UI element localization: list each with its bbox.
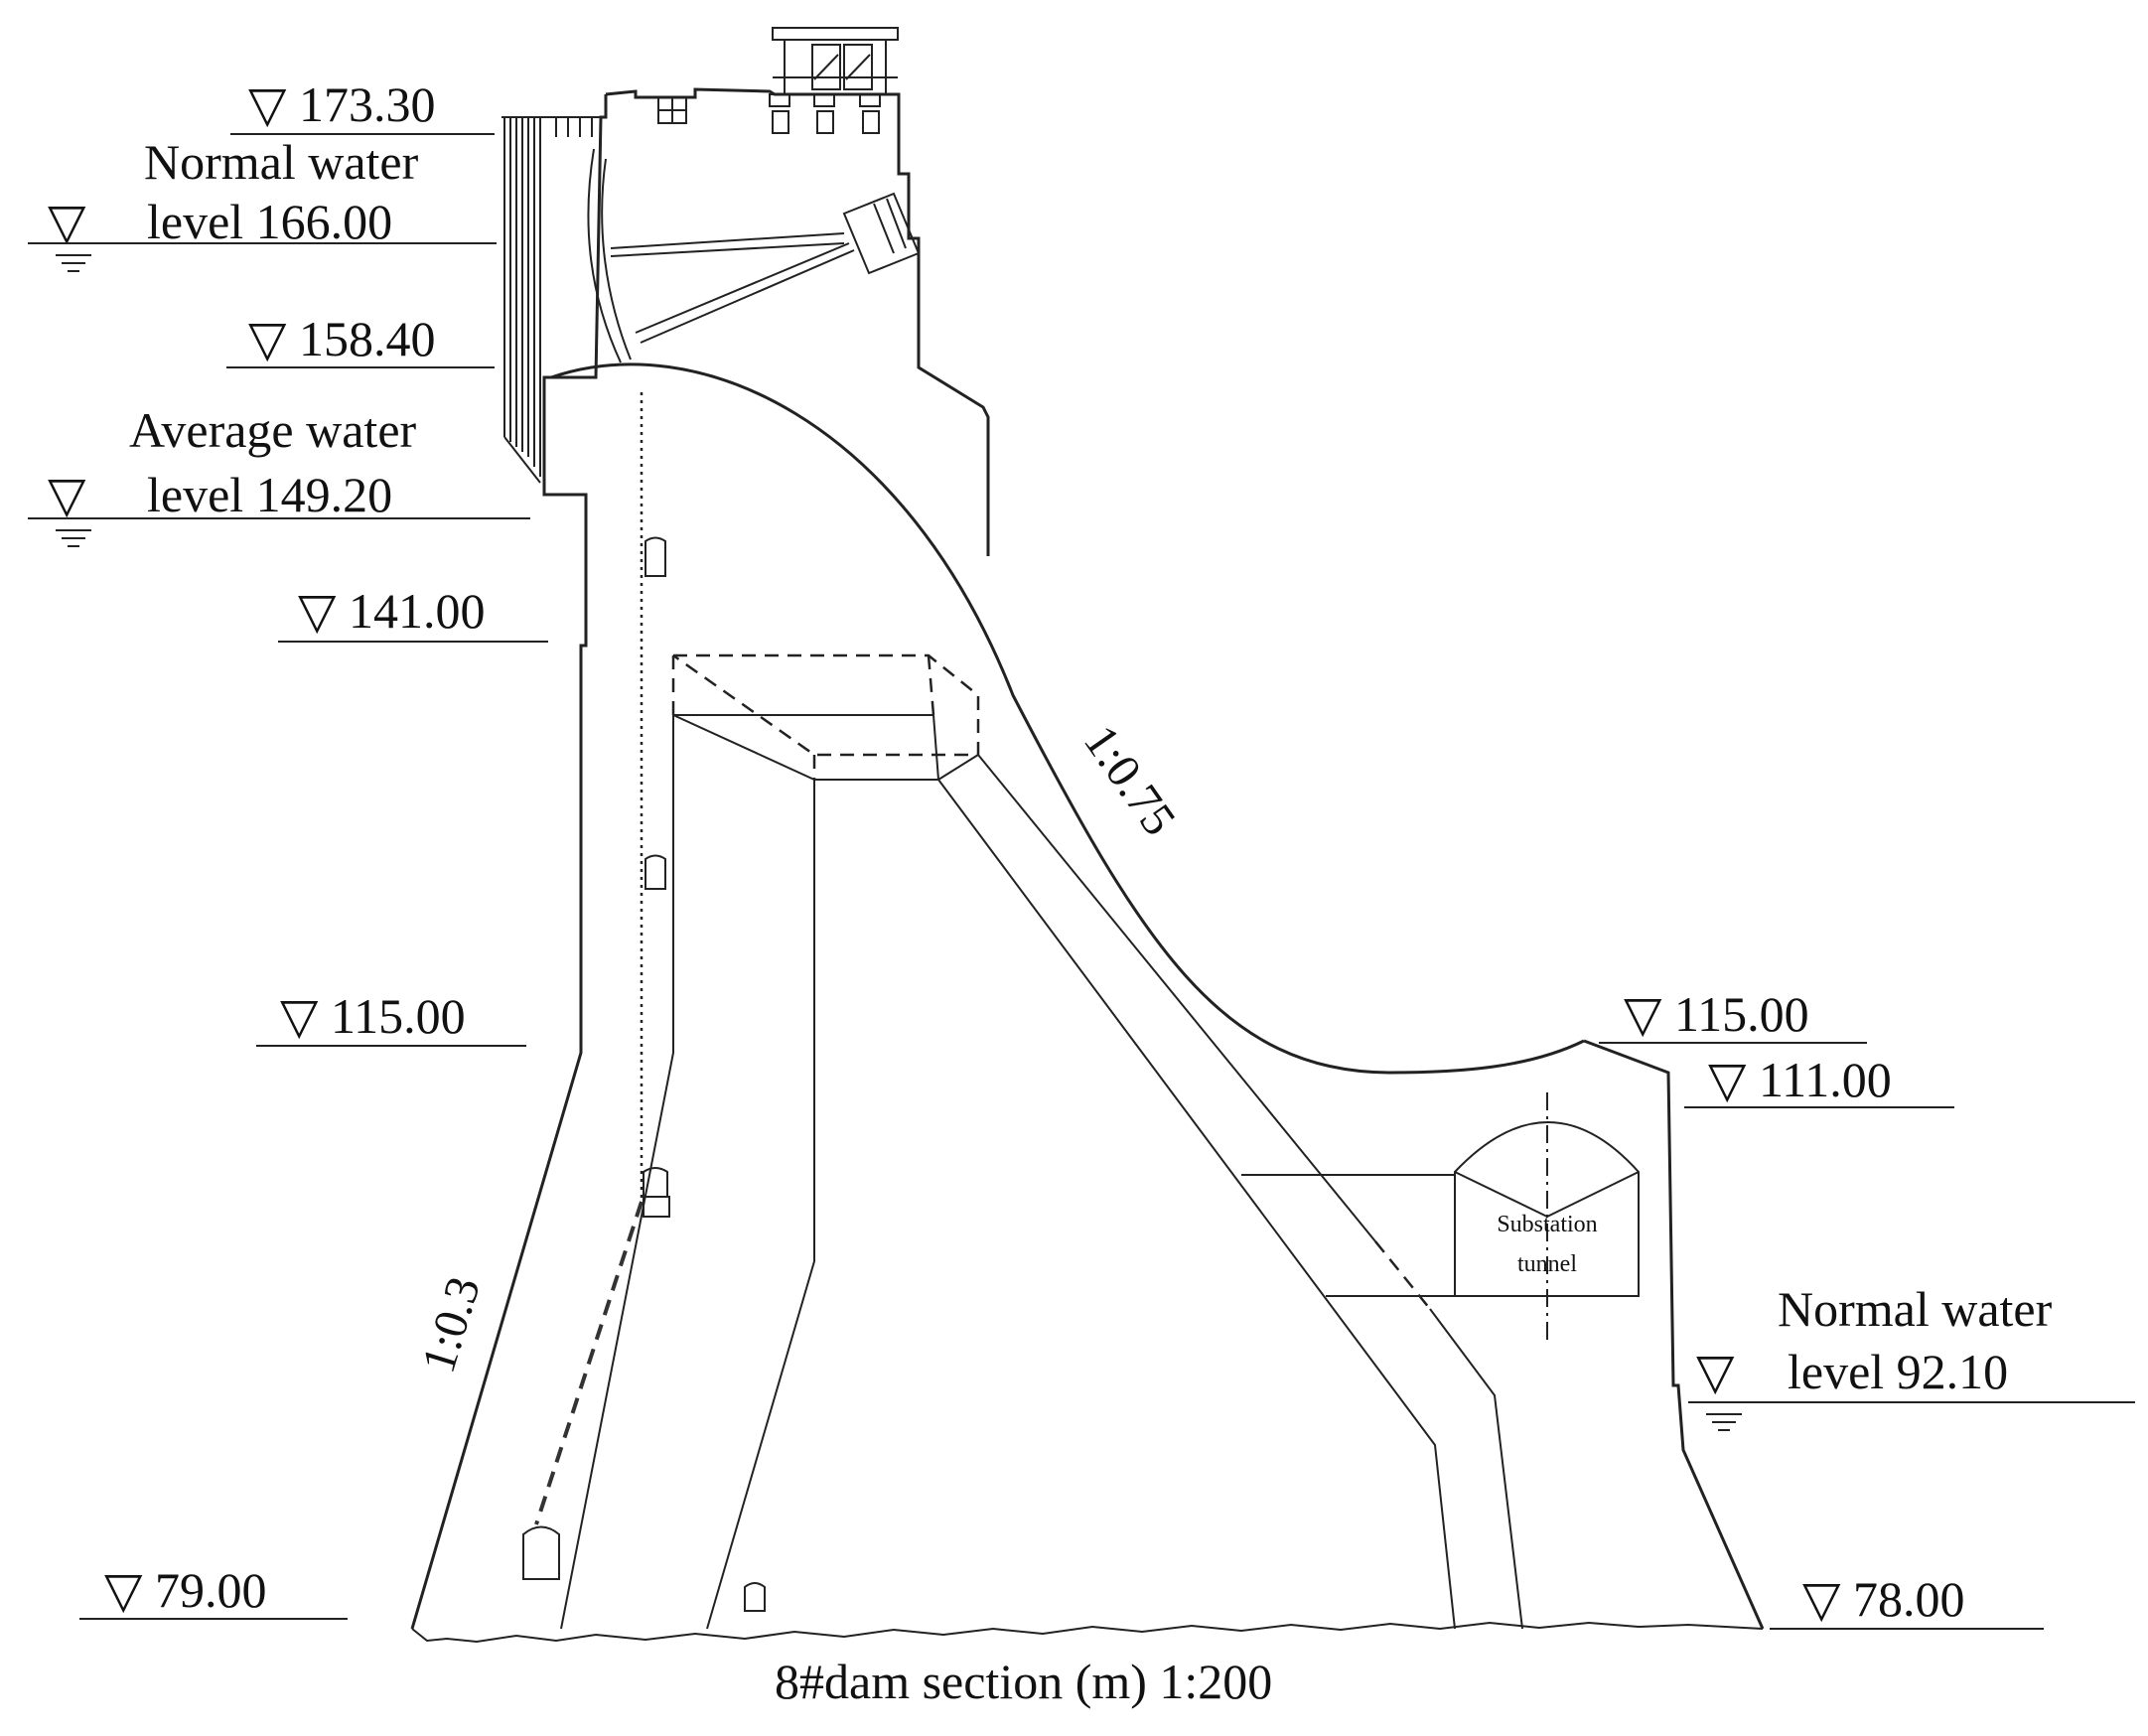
normal-water-upstream-tri: ▽ (48, 194, 86, 249)
drainage-line (522, 392, 766, 1612)
normal-water-downstream-tri: ▽ (1696, 1344, 1735, 1399)
downstream-toe (1583, 1039, 1765, 1630)
normal-water-upstream-line1: Normal water (144, 134, 419, 190)
spillway-face (550, 362, 1585, 1075)
average-water-line1: Average water (129, 402, 417, 458)
trash-rack (501, 116, 606, 484)
drawing-caption: 8#dam section (m) 1:200 (775, 1654, 1272, 1709)
elev-78-label: ▽ 78.00 (1802, 1571, 1964, 1627)
normal-water-downstream-line1: Normal water (1778, 1281, 2053, 1337)
substation-tunnel: Substation tunnel (1241, 1092, 1640, 1341)
elev-111-label: ▽ 111.00 (1708, 1052, 1892, 1107)
elev-173-label: ▽ 173.30 (248, 76, 435, 132)
water-surface-icon (56, 254, 91, 272)
radial-gate (587, 148, 921, 363)
elev-115-upstream-label: ▽ 115.00 (280, 988, 466, 1044)
normal-water-downstream-line2: level 92.10 (1788, 1344, 2008, 1399)
elev-115-downstream-label: ▽ 115.00 (1624, 986, 1809, 1042)
crest-gantry (657, 27, 899, 134)
normal-water-upstream-line2: level 166.00 (147, 194, 392, 249)
substation-label-line1: Substation (1497, 1212, 1597, 1237)
substation-label-line2: tunnel (1517, 1251, 1577, 1277)
water-surface-icon (1706, 1413, 1742, 1431)
upstream-elevations: ▽ 173.30 Normal water ▽ level 166.00 ▽ 1… (28, 76, 548, 1620)
elev-79-label: ▽ 79.00 (104, 1562, 266, 1618)
downstream-slope-label: 1:0.75 (1074, 716, 1186, 845)
average-water-line2: level 149.20 (147, 467, 392, 522)
internal-structure (560, 653, 1523, 1630)
upstream-slope-label: 1:0.3 (412, 1271, 491, 1379)
elev-158-label: ▽ 158.40 (248, 311, 435, 366)
water-surface-icon (56, 529, 91, 547)
downstream-elevations: ▽ 115.00 ▽ 111.00 Normal water ▽ level 9… (1599, 986, 2135, 1630)
average-water-tri: ▽ (48, 467, 86, 522)
dam-outline (410, 87, 1765, 1644)
elev-141-label: ▽ 141.00 (298, 583, 485, 639)
dam-crest (605, 87, 990, 556)
foundation-line (411, 1621, 1764, 1644)
